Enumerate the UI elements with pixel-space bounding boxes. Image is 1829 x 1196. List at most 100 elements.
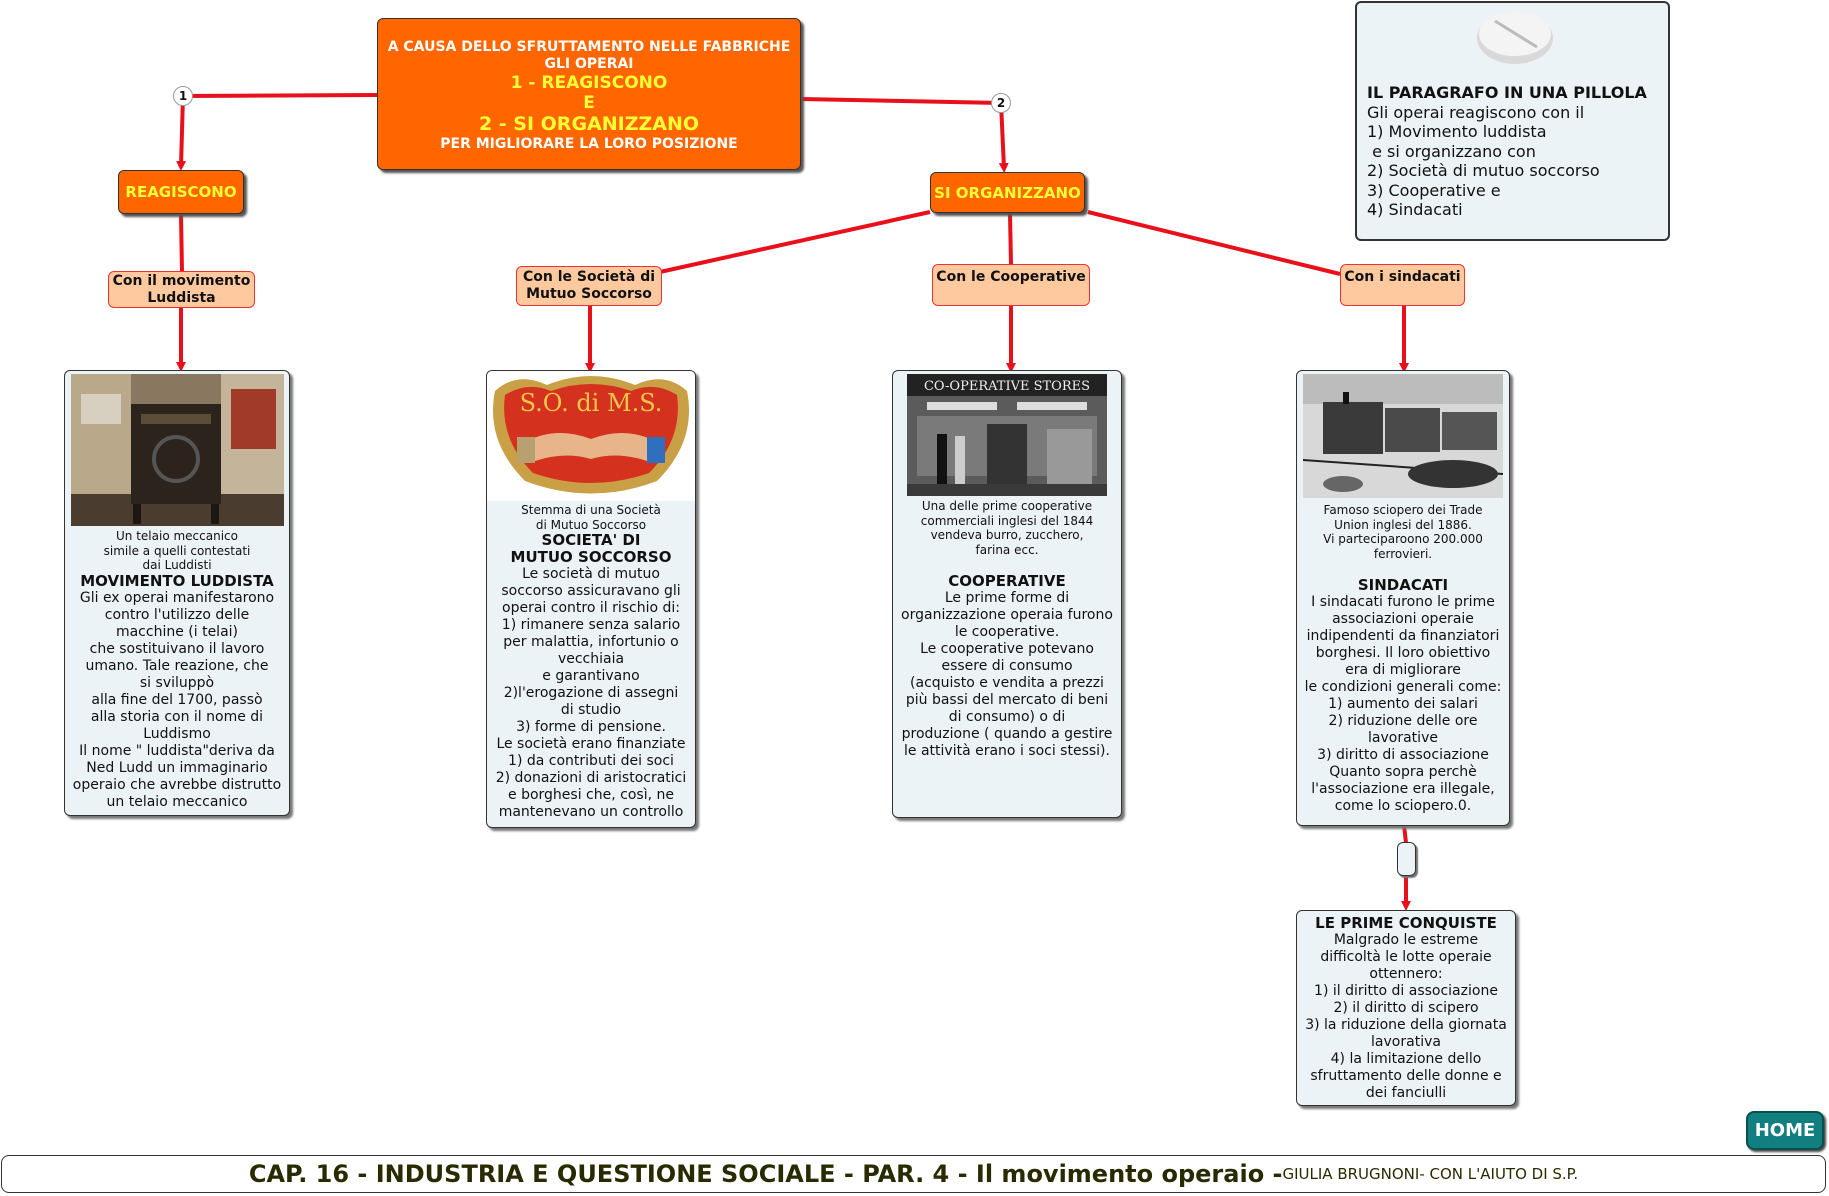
link-reagiscono-luddista xyxy=(179,214,184,273)
footer-credit: GIULIA BRUGNONI- CON L'AIUTO DI S.P. xyxy=(1282,1165,1579,1183)
mutuo-body-line: soccorso assicuravano gli xyxy=(501,583,681,599)
store-illustration: CO-OPERATIVE STORES xyxy=(907,374,1107,496)
conquiste-body-line: 1) il diritto di associazione xyxy=(1314,983,1498,999)
luddista-body-line: operaio che avrebbe distrutto xyxy=(72,776,282,793)
luddista-body-line: Ned Ludd un immaginario xyxy=(86,759,268,776)
mutuo-body-line: 2)l'erogazione di assegni xyxy=(503,685,679,701)
main-topic-box[interactable]: A CAUSA DELLO SFRUTTAMENTO NELLE FABBRIC… xyxy=(377,18,801,170)
luddista-body-line: un telaio meccanico xyxy=(106,793,248,810)
home-button[interactable]: HOME xyxy=(1746,1111,1824,1150)
cooperative-store-photo: CO-OPERATIVE STORES xyxy=(907,374,1107,496)
mutuo-body-line: mantenevano un controllo xyxy=(498,804,684,820)
node-mutuo-line-2: Mutuo Soccorso xyxy=(526,286,652,302)
luddista-body-line: alla storia con il nome di xyxy=(90,708,264,725)
sindacati-body-line: le condizioni generali come: xyxy=(1304,679,1502,695)
sindacati-caption-1: Famoso sciopero dei Trade xyxy=(1323,503,1483,517)
sindacati-body-line: era di migliorare xyxy=(1345,662,1461,678)
sindacati-body: I sindacati furono le prime associazioni… xyxy=(1297,594,1509,815)
home-button-label: HOME xyxy=(1754,1120,1816,1141)
luddista-body-line: che sostituivano il lavoro xyxy=(89,640,265,657)
node-reagiscono[interactable]: REAGISCONO xyxy=(118,170,244,214)
pill-line: 3) Cooperative e xyxy=(1367,180,1501,200)
pill-line: Gli operai reagiscono con il xyxy=(1367,102,1585,122)
main-line-1: A CAUSA DELLO SFRUTTAMENTO NELLE FABBRIC… xyxy=(387,39,791,55)
emblem-image: S.O. di M.S. xyxy=(487,371,695,501)
mutuo-caption-2: di Mutuo Soccorso xyxy=(535,517,647,532)
coop-body-line: Le cooperative potevano xyxy=(920,641,1094,657)
sindacati-body-line: l'associazione era illegale, xyxy=(1311,781,1495,797)
node-si-organizzano[interactable]: SI ORGANIZZANO xyxy=(930,172,1085,213)
summary-pill-box[interactable]: IL PARAGRAFO IN UNA PILLOLA Gli operai r… xyxy=(1355,1,1670,241)
emblem-illustration: S.O. di M.S. xyxy=(493,376,689,494)
link-organizzano-sindacati xyxy=(1087,210,1341,276)
pill-icon xyxy=(1477,12,1553,64)
conquiste-body: Malgrado le estreme difficoltà le lotte … xyxy=(1297,932,1515,1102)
sindacati-caption-3: Vi parteciparoono 200.000 xyxy=(1323,532,1483,546)
link-main-reagiscono xyxy=(176,93,378,171)
mutuo-body-line: di studio xyxy=(560,702,622,718)
mutuo-body-line: vecchiaia xyxy=(557,651,625,667)
conquiste-body-line: dei fanciulli xyxy=(1365,1085,1447,1101)
main-line-5: 2 - SI ORGANIZZANO xyxy=(478,113,700,135)
node-coop-label: Con le Cooperative xyxy=(936,269,1086,285)
card-sindacati[interactable]: Famoso sciopero dei Trade Union inglesi … xyxy=(1296,370,1510,826)
coop-body-line: Le prime forme di xyxy=(944,590,1070,606)
footer-title-bar: CAP. 16 - INDUSTRIA E QUESTIONE SOCIALE … xyxy=(1,1155,1826,1193)
mutuo-body-line: Le società erano finanziate xyxy=(496,736,686,752)
node-luddista-line-2: Luddista xyxy=(147,289,216,306)
conquiste-body-line: Malgrado le estreme xyxy=(1333,932,1479,948)
main-line-3: 1 - REAGISCONO xyxy=(510,73,668,93)
strike-illustration xyxy=(1302,374,1504,498)
loom-photo xyxy=(70,374,284,526)
conquiste-body-line: ottennero: xyxy=(1369,966,1443,982)
pill-line: 2) Società di mutuo soccorso xyxy=(1367,161,1600,180)
luddista-caption-2: simile a quelli contestati xyxy=(103,543,251,558)
mutuo-caption-1: Stemma di una Società xyxy=(521,503,661,517)
main-line-6: PER MIGLIORARE LA LORO POSIZIONE xyxy=(440,136,738,152)
number-badge-1: 1 xyxy=(173,86,193,106)
connector-handle[interactable] xyxy=(1397,842,1416,876)
card-prime-conquiste[interactable]: LE PRIME CONQUISTE Malgrado le estreme d… xyxy=(1296,910,1516,1106)
coop-body-line: più bassi del mercato di beni xyxy=(905,692,1109,708)
luddista-body-line: Gli ex operai manifestarono xyxy=(79,589,275,606)
footer-title: CAP. 16 - INDUSTRIA E QUESTIONE SOCIALE … xyxy=(248,1160,1283,1188)
luddista-body-line: umano. Tale reazione, che xyxy=(85,657,269,674)
luddista-body-line: contro l'utilizzo delle xyxy=(104,606,250,623)
loom-illustration xyxy=(70,374,284,526)
sindacati-caption-2: Union inglesi del 1886. xyxy=(1334,517,1472,532)
number-badge-2: 2 xyxy=(991,93,1011,113)
mutuo-body-line: 1) rimanere senza salario xyxy=(501,617,681,633)
coop-body-line: di consumo) o di xyxy=(948,709,1066,725)
mutuo-body-line: 2) donazioni di aristocratici xyxy=(495,770,687,786)
link-organizzano-coop xyxy=(1008,213,1013,265)
conquiste-body-line: 3) la riduzione della giornata xyxy=(1305,1017,1507,1033)
conquiste-body-line: 2) il diritto di scipero xyxy=(1333,1000,1479,1016)
luddista-body: Gli ex operai manifestarono contro l'uti… xyxy=(65,590,289,811)
card-movimento-luddista[interactable]: Un telaio meccanico simile a quelli cont… xyxy=(64,370,290,816)
node-mutuo-line-1: Con le Società di xyxy=(522,269,656,285)
luddista-title: MOVIMENTO LUDDISTA xyxy=(80,571,274,590)
pill-line: e si organizzano con xyxy=(1367,141,1536,161)
sindacati-body-line: 3) diritto di associazione xyxy=(1317,747,1489,763)
luddista-body-line: Luddismo xyxy=(143,725,211,742)
node-societa-mutuo-soccorso[interactable]: Con le Società di Mutuo Soccorso xyxy=(516,266,662,306)
emblem-text: S.O. di M.S. xyxy=(520,389,663,417)
link-organizzano-mutuo xyxy=(659,210,931,274)
node-movimento-luddista[interactable]: Con il movimento Luddista xyxy=(108,271,255,308)
node-si-organizzano-label: SI ORGANIZZANO xyxy=(934,183,1081,202)
mutuo-title-2: MUTUO SOCCORSO xyxy=(510,548,672,566)
strike-photo xyxy=(1302,374,1504,498)
main-line-4: E xyxy=(583,93,595,113)
link-main-organizzano xyxy=(800,97,1009,173)
conquiste-body-line: difficoltà le lotte operaie xyxy=(1320,949,1492,965)
sindacati-body-line: 2) riduzione delle ore xyxy=(1328,713,1478,729)
card-cooperative[interactable]: CO-OPERATIVE STORES Una delle prime coop… xyxy=(892,370,1122,818)
node-cooperative[interactable]: Con le Cooperative xyxy=(932,264,1090,306)
luddista-caption-3: dai Luddisti xyxy=(142,558,212,572)
node-sindacati[interactable]: Con i sindacati xyxy=(1340,264,1465,306)
coop-title: COOPERATIVE xyxy=(948,572,1066,590)
mutuo-body-line: per malattia, infortunio o xyxy=(503,634,679,650)
coop-caption-3: vendeva burro, zucchero, xyxy=(930,528,1084,542)
sindacati-caption-4: ferrovieri. xyxy=(1373,546,1433,561)
card-societa-mutuo-soccorso[interactable]: S.O. di M.S. Stemma di una Società di Mu… xyxy=(486,370,696,828)
